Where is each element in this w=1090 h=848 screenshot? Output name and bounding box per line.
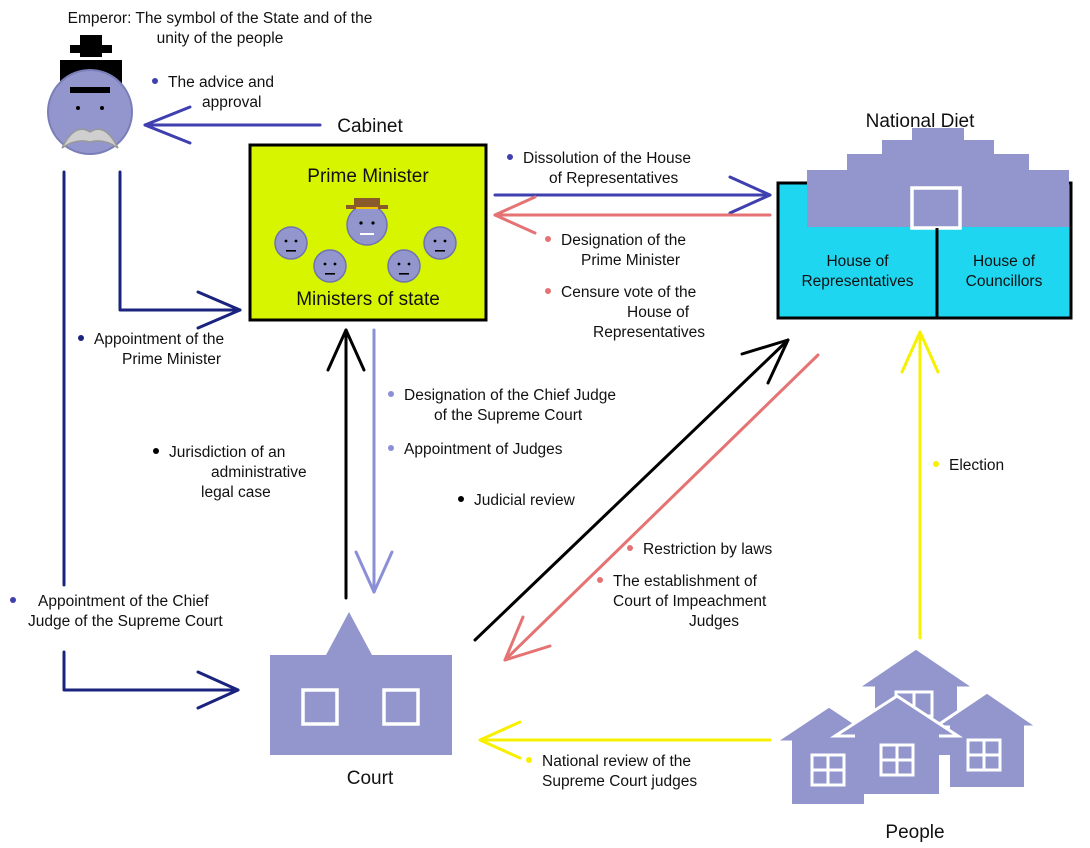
- national-diet-title: National Diet: [865, 111, 975, 132]
- appointment-chief-judge-line1: Appointment of the Chief: [38, 593, 209, 610]
- arrow-designation-pm: [493, 195, 772, 235]
- people-title: People: [885, 822, 945, 843]
- appointment-chief-judge-line2: Judge of the Supreme Court: [28, 613, 223, 630]
- dissolution-line1: Dissolution of the House: [523, 150, 692, 167]
- house-representatives-label: House of Representatives: [780, 252, 935, 292]
- label-national-review: National review of the Supreme Court jud…: [526, 752, 697, 792]
- house-councillors-label: House of Councillors: [940, 252, 1068, 292]
- arrow-appointment-chief-judge: [62, 170, 240, 710]
- arrow-dissolution: [493, 175, 772, 215]
- impeachment-line3: Judges: [689, 613, 739, 630]
- arrow-national-review: [478, 720, 772, 760]
- national-diet-building: [776, 128, 1073, 320]
- label-judicial-review: Judicial review: [458, 491, 575, 511]
- designation-chief-judge-line1: Designation of the Chief Judge: [404, 387, 616, 404]
- jurisdiction-line2: administrative: [211, 464, 307, 481]
- prime-minister-label: Prime Minister: [307, 166, 429, 187]
- appointment-judges-line1: Appointment of Judges: [404, 441, 563, 458]
- label-restriction: Restriction by laws: [627, 540, 772, 560]
- arrow-election: [900, 330, 940, 640]
- judicial-review-line1: Judicial review: [474, 492, 575, 509]
- cabinet-faces: [274, 198, 457, 283]
- arrow-judicial-review: [473, 338, 790, 642]
- label-censure-vote: Censure vote of the House of Representat…: [545, 283, 705, 343]
- designation-pm-line1: Designation of the: [561, 232, 686, 249]
- censure-vote-line2: House of: [627, 304, 690, 321]
- court-building: [270, 612, 452, 755]
- house-representatives-line2: Representatives: [801, 273, 914, 290]
- restriction-line1: Restriction by laws: [643, 541, 773, 558]
- emperor-figure: [47, 35, 133, 155]
- jurisdiction-line3: legal case: [201, 484, 271, 501]
- censure-vote-line3: Representatives: [593, 324, 706, 341]
- arrow-advice-approval: [143, 105, 322, 145]
- house-councillors-line1: House of: [972, 253, 1036, 270]
- label-dissolution: Dissolution of the House of Representati…: [507, 149, 691, 189]
- emperor-label-line1: Emperor: The symbol of the State and of …: [67, 10, 373, 27]
- court-title: Court: [346, 768, 394, 789]
- emperor-label-line2: unity of the people: [156, 30, 284, 47]
- label-appointment-judges: Appointment of Judges: [388, 440, 563, 460]
- designation-chief-judge-line2: of the Supreme Court: [434, 407, 583, 424]
- dissolution-line2: of Representatives: [549, 170, 679, 187]
- label-designation-chief-judge: Designation of the Chief Judge of the Su…: [388, 386, 616, 426]
- label-appointment-pm: Appointment of the Prime Minister: [78, 330, 224, 370]
- arrow-appointment-pm: [118, 170, 242, 330]
- ministers-label: Ministers of state: [296, 289, 440, 310]
- label-election: Election: [933, 456, 1004, 476]
- arrow-cabinet-to-court: [354, 328, 394, 594]
- label-appointment-chief-judge: Appointment of the Chief Judge of the Su…: [10, 592, 223, 632]
- election-line1: Election: [949, 457, 1005, 474]
- arrow-jurisdiction: [326, 328, 366, 600]
- label-impeachment: The establishment of Court of Impeachmen…: [597, 572, 766, 632]
- people-houses: [770, 646, 1043, 804]
- label-jurisdiction: Jurisdiction of an administrative legal …: [153, 443, 307, 503]
- jurisdiction-line1: Jurisdiction of an: [169, 444, 286, 461]
- advice-approval-line1: The advice and: [168, 74, 274, 91]
- designation-pm-line2: Prime Minister: [581, 252, 681, 269]
- label-designation-pm: Designation of the Prime Minister: [545, 231, 686, 271]
- appointment-pm-line2: Prime Minister: [122, 351, 222, 368]
- appointment-pm-line1: Appointment of the: [94, 331, 225, 348]
- impeachment-line1: The establishment of: [613, 573, 757, 590]
- impeachment-line2: Court of Impeachment: [613, 593, 767, 610]
- arrow-restriction: [503, 353, 820, 662]
- house-councillors-line2: Councillors: [965, 273, 1043, 290]
- censure-vote-line1: Censure vote of the: [561, 284, 697, 301]
- emperor-label: Emperor: The symbol of the State and of …: [20, 9, 420, 49]
- national-review-line2: Supreme Court judges: [542, 773, 698, 790]
- label-advice-approval: The advice and approval: [152, 73, 274, 113]
- cabinet-title: Cabinet: [337, 116, 403, 137]
- national-review-line1: National review of the: [542, 753, 692, 770]
- house-representatives-line1: House of: [826, 253, 889, 270]
- advice-approval-line2: approval: [202, 94, 262, 111]
